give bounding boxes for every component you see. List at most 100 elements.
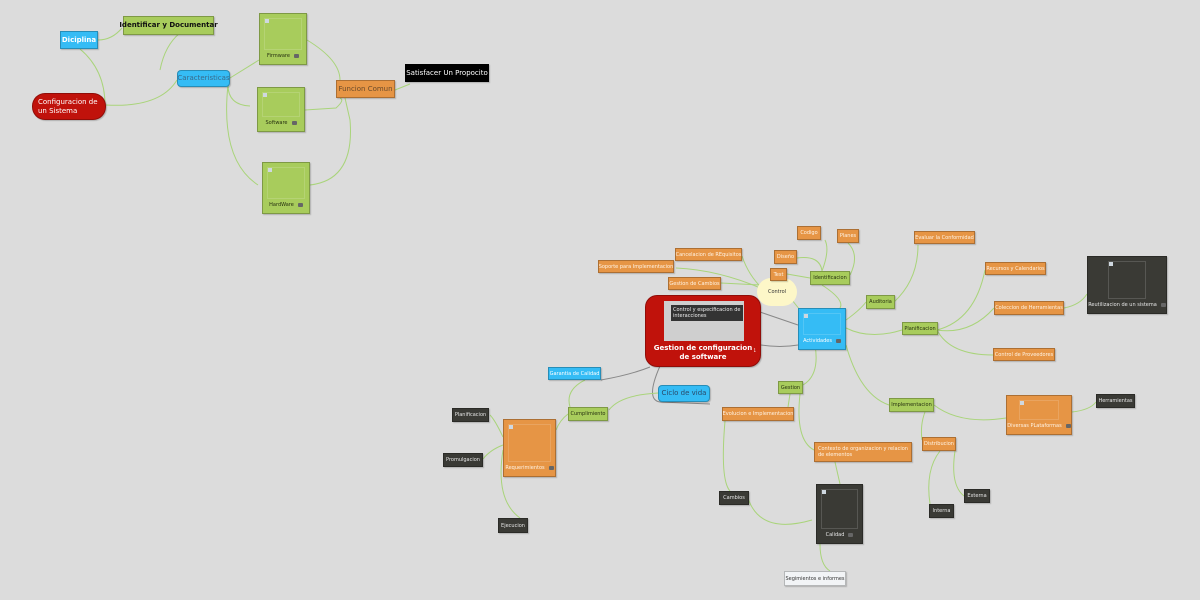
node-label: Codigo xyxy=(800,230,818,236)
node-caracteristicas[interactable]: Caracteristicas xyxy=(177,70,230,87)
link-count-badge: 1 xyxy=(753,348,756,354)
node-label: Planificacion xyxy=(454,412,487,418)
camera-icon xyxy=(848,532,854,537)
image-placeholder xyxy=(262,92,300,117)
node-coleccion[interactable]: Coleccion de Herramientas xyxy=(994,301,1064,315)
node-evaluar[interactable]: Evaluar la Conformidad xyxy=(914,231,975,244)
node-label: Herramientas xyxy=(1098,398,1133,404)
node-hardware[interactable]: HardWare xyxy=(262,162,310,214)
node-label: Auditoria xyxy=(869,299,892,305)
node-label: Promulgacion xyxy=(446,457,480,463)
node-interna[interactable]: Interna xyxy=(929,504,954,518)
node-label: Caracteristicas xyxy=(177,74,230,83)
node-control[interactable]: Control xyxy=(757,278,797,306)
node-label: Ciclo de vida xyxy=(661,389,707,398)
node-label: Satisfacer Un Propocito xyxy=(406,68,488,77)
node-planificacion-left[interactable]: Planificacion xyxy=(452,408,489,422)
node-label: Planes xyxy=(839,233,857,239)
node-label: Cambios xyxy=(723,495,745,501)
image-placeholder xyxy=(1108,261,1146,299)
node-label: Cumplimiento xyxy=(570,411,606,417)
node-software[interactable]: Software xyxy=(257,87,305,132)
node-label: Segimientos e informes xyxy=(785,575,845,582)
node-cancelacion[interactable]: Cancelacion de REquisitos xyxy=(675,248,742,261)
node-control-proveedores[interactable]: Control de Proveedores xyxy=(993,348,1055,361)
node-soporte[interactable]: Soporte para Implementacion xyxy=(598,260,674,273)
node-label: Soporte para Implementacion xyxy=(598,263,674,270)
node-identificacion[interactable]: Identificacion xyxy=(810,271,850,285)
node-label: Requerimientos xyxy=(505,465,545,471)
node-implementacion[interactable]: Implementacion xyxy=(889,398,934,412)
camera-icon xyxy=(293,53,299,58)
node-label: Control xyxy=(767,289,787,295)
node-cumplimiento[interactable]: Cumplimiento xyxy=(568,407,608,421)
node-calidad[interactable]: Calidad xyxy=(816,484,863,544)
node-ejecucion[interactable]: Ejecucion xyxy=(498,518,528,533)
node-planificacion[interactable]: Planificacion xyxy=(902,322,938,335)
root-node-configuracion[interactable]: Configuracion de un Sistema xyxy=(32,93,106,120)
node-contexto[interactable]: Contexto de organizacion y relacion de e… xyxy=(814,442,912,462)
node-requerimientos[interactable]: Requerimientos xyxy=(503,419,556,477)
image-placeholder xyxy=(821,489,858,529)
node-label: Cancelacion de REquisitos xyxy=(675,251,742,258)
node-label: Identificar y Documentar xyxy=(119,21,218,30)
node-label: Gestion de Cambios xyxy=(669,280,720,287)
image-placeholder xyxy=(267,167,305,199)
node-label: Gestion xyxy=(780,384,801,391)
node-auditoria[interactable]: Auditoria xyxy=(866,295,895,309)
node-label: Gestion de configuracion de software xyxy=(653,344,753,361)
node-garantia[interactable]: Garantia de Calidad xyxy=(548,367,601,380)
camera-icon xyxy=(297,202,303,207)
image-placeholder xyxy=(1019,400,1059,420)
node-cambios[interactable]: Cambios xyxy=(719,491,749,505)
image-placeholder xyxy=(803,313,841,335)
node-seguimientos[interactable]: Segimientos e informes xyxy=(784,571,846,586)
node-planes[interactable]: Planes xyxy=(837,229,859,243)
node-label: Implementacion xyxy=(891,402,932,408)
node-ciclo-vida[interactable]: Ciclo de vida xyxy=(658,385,710,402)
node-recursos[interactable]: Recursos y Calendarios xyxy=(985,262,1046,275)
node-externa[interactable]: Externa xyxy=(964,489,990,503)
node-diciplina[interactable]: Diciplina xyxy=(60,31,98,49)
node-distribucion[interactable]: Distribucion xyxy=(922,437,956,451)
node-label: Reutilizacion de un sistema xyxy=(1088,302,1157,308)
camera-icon xyxy=(1160,302,1166,307)
image-placeholder xyxy=(508,424,551,462)
node-actividades[interactable]: Actividades xyxy=(798,308,846,350)
node-label: Externa xyxy=(967,493,987,499)
root-image: Control y especificacion de interaccione… xyxy=(664,301,744,341)
node-label: Planificacion xyxy=(904,325,936,332)
camera-icon xyxy=(1065,423,1071,428)
camera-icon xyxy=(548,465,554,470)
node-label: Diciplina xyxy=(61,35,97,44)
node-gestion[interactable]: Gestion xyxy=(778,381,803,394)
node-label: Contexto de organizacion y relacion de e… xyxy=(818,446,908,458)
node-codigo[interactable]: Codigo xyxy=(797,226,821,240)
node-label: Calidad xyxy=(825,532,845,538)
node-herramientas[interactable]: Herramientas xyxy=(1096,394,1135,408)
node-label: Diversas PLataformas xyxy=(1007,423,1062,429)
node-gestion-cambios[interactable]: Gestion de Cambios xyxy=(668,277,721,290)
node-label: Control de Proveedores xyxy=(994,351,1054,358)
node-label: Funcion Comun xyxy=(338,84,393,93)
image-placeholder xyxy=(264,18,302,50)
node-satisfacer[interactable]: Satisfacer Un Propocito xyxy=(405,64,489,82)
node-test[interactable]: Test xyxy=(770,268,787,281)
node-firmware[interactable]: Firmware xyxy=(259,13,307,65)
node-reutilizacion[interactable]: Reutilizacion de un sistema xyxy=(1087,256,1167,314)
node-diversas-plataformas[interactable]: Diversas PLataformas xyxy=(1006,395,1072,435)
node-evolucion[interactable]: Evolucion e Implementacion xyxy=(722,407,794,421)
node-diseno[interactable]: Diseño xyxy=(774,250,797,264)
camera-icon xyxy=(835,338,841,343)
node-label: Evaluar la Conformidad xyxy=(915,234,974,241)
node-funcion-comun[interactable]: Funcion Comun xyxy=(336,80,395,98)
node-label: Diseño xyxy=(776,254,795,260)
root-node-gestion-configuracion[interactable]: Control y especificacion de interaccione… xyxy=(645,295,761,367)
node-label: Configuracion de un Sistema xyxy=(38,98,98,115)
node-label: Garantia de Calidad xyxy=(549,370,600,377)
node-promulgacion[interactable]: Promulgacion xyxy=(443,453,483,467)
node-label: Identificacion xyxy=(813,275,847,281)
node-label: Distribucion xyxy=(924,441,954,447)
node-identificar[interactable]: Identificar y Documentar xyxy=(119,16,218,35)
